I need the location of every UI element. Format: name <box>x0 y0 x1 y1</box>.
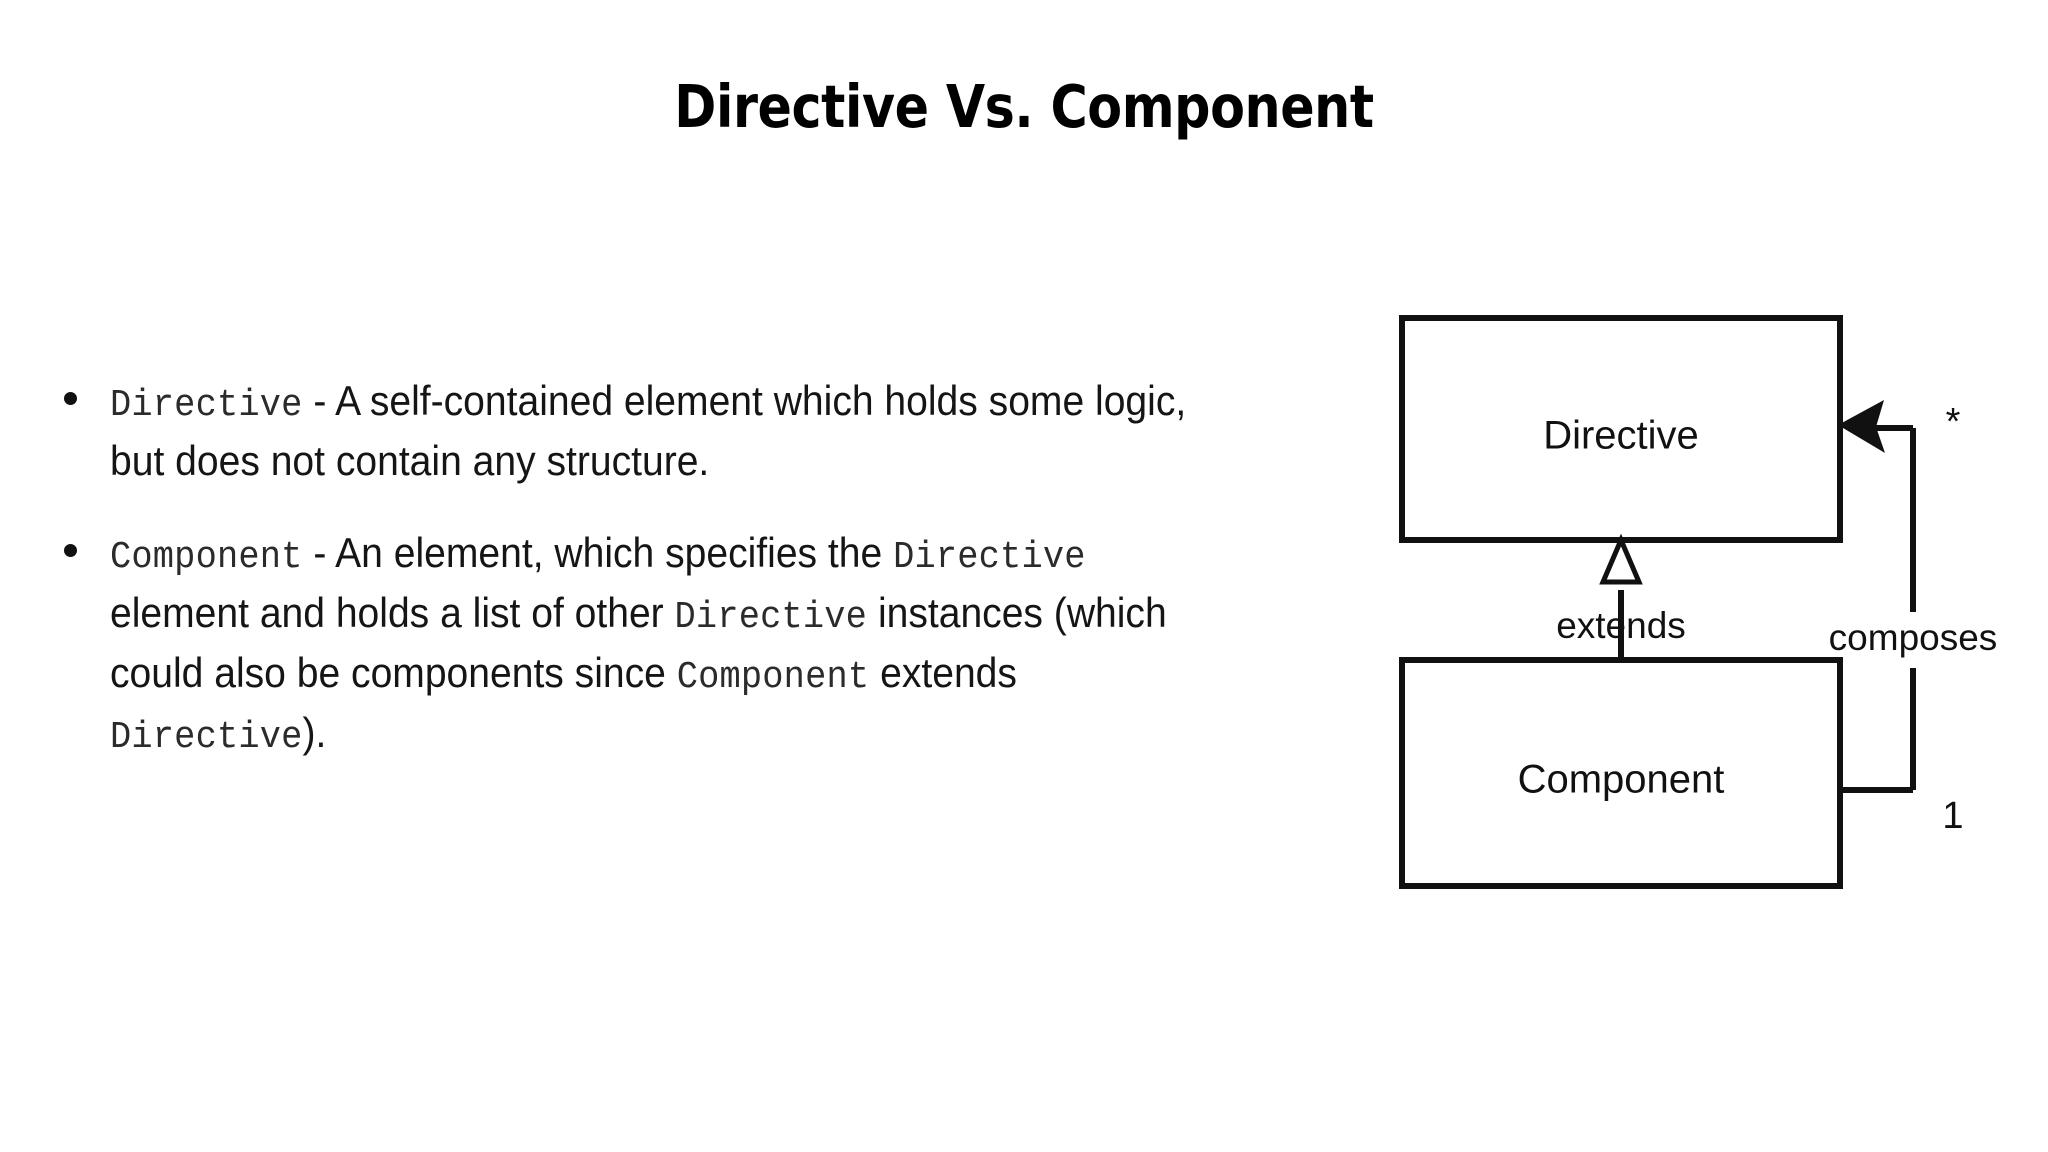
list-item: Directive - A self-contained element whi… <box>64 372 1294 490</box>
uml-multiplicity-source: 1 <box>1942 795 1963 837</box>
bullet-dot-icon <box>64 392 77 405</box>
bullet-body-2c: instances (which could also be component… <box>110 588 1167 696</box>
code-term-component: Component <box>110 535 303 579</box>
uml-relation-label-composes: composes <box>1829 617 1998 658</box>
bullet-marker <box>64 524 110 562</box>
list-item: Component - An element, which specifies … <box>64 524 1294 764</box>
bullet-dot-icon <box>64 543 77 557</box>
bullet-list: Directive - A self-contained element whi… <box>64 372 1294 798</box>
uml-multiplicity-target: * <box>1946 401 1961 443</box>
bullet-text-1: Directive - A self-contained element whi… <box>110 372 1211 490</box>
bullet-body-1: - A self-contained element which holds s… <box>110 377 1187 485</box>
code-term-directive: Directive <box>893 535 1086 579</box>
uml-class-label-directive: Directive <box>1543 414 1699 458</box>
uml-class-diagram: Directive Component extends <box>1380 290 2020 930</box>
bullet-body-2e: ). <box>302 708 327 756</box>
bullet-body-2a: - An element, which specifies the <box>302 528 894 576</box>
code-term-component: Component <box>676 655 870 699</box>
bullet-body-2d: extends <box>869 648 1017 696</box>
code-term-directive: Directive <box>674 595 868 639</box>
uml-relation-extends: extends <box>1556 533 1686 660</box>
code-term-directive: Directive <box>110 384 303 427</box>
uml-relation-composes: composes * 1 <box>1829 400 1998 837</box>
uml-relation-label-extends: extends <box>1556 605 1686 646</box>
bullet-marker <box>64 372 110 410</box>
uml-solid-arrowhead-icon <box>1838 400 1885 453</box>
bullet-text-2: Component - An element, which specifies … <box>110 524 1211 764</box>
uml-hollow-triangle-arrowhead-icon <box>1599 533 1643 585</box>
uml-class-box-directive <box>1399 315 1843 543</box>
bullet-body-2b: element and holds a list of other <box>110 588 675 636</box>
uml-class-label-component: Component <box>1518 758 1725 802</box>
page-title: Directive Vs. Component <box>674 72 1374 141</box>
code-term-directive: Directive <box>110 715 303 759</box>
